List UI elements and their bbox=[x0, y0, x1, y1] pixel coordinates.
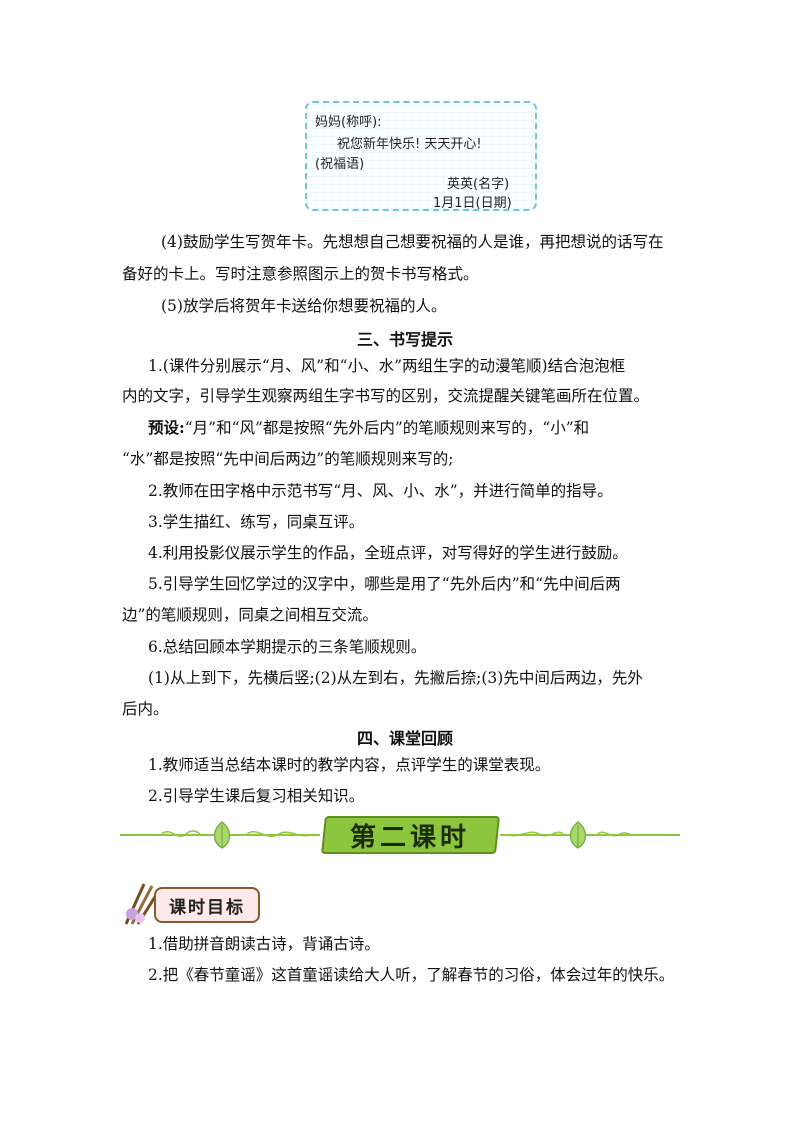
item-6: 6.总结回顾本学期提示的三条笔顺规则。 bbox=[148, 638, 427, 656]
swirl-icon-left bbox=[161, 830, 201, 837]
paragraph-5: (5)放学后将贺年卡送给你想要祝福的人。 bbox=[161, 297, 447, 315]
lesson-banner: 第二课时 bbox=[321, 816, 500, 854]
preset-line1: 预设:“月”和“风”都是按照“先外后内”的笔顺规则来写的，“小”和 bbox=[148, 418, 589, 438]
swirl-icon-right-2 bbox=[597, 831, 639, 837]
paragraph-4-line2: 备好的卡上。写时注意参照图示上的贺卡书写格式。 bbox=[122, 265, 479, 283]
preset-label: 预设: bbox=[148, 418, 185, 437]
item-1-line2: 内的文字，引导学生观察两组生字书写的区别，交流提醒关键笔画所在位置。 bbox=[122, 387, 650, 405]
leaf-icon-right bbox=[569, 821, 587, 849]
preset-text: “月”和“风”都是按照“先外后内”的笔顺规则来写的，“小”和 bbox=[184, 419, 590, 437]
card-date: 1月1日(日期) bbox=[433, 196, 512, 211]
item-3: 3.学生描红、练写，同桌互评。 bbox=[148, 513, 365, 531]
swirl-icon-left-2 bbox=[246, 831, 314, 837]
card-signature: 英英(名字) bbox=[447, 177, 510, 192]
card-salutation: 妈妈(称呼): bbox=[315, 115, 382, 130]
item-5-line1: 5.引导学生回忆学过的汉字中，哪些是用了“先外后内”和“先中间后两 bbox=[148, 575, 621, 593]
lesson-goals-tag-text: 课时目标 bbox=[169, 897, 245, 918]
item-2: 2.教师在田字格中示范书写“月、风、小、水”，并进行简单的指导。 bbox=[148, 482, 613, 500]
rules-line2: 后内。 bbox=[122, 700, 169, 718]
rules-line1: (1)从上到下，先横后竖;(2)从左到右，先撇后捺;(3)先中间后两边，先外 bbox=[148, 669, 643, 687]
leaf-icon-left bbox=[213, 821, 231, 849]
lesson-goals-tag: 课时目标 bbox=[154, 887, 260, 923]
heading-class-review: 四、课堂回顾 bbox=[357, 729, 454, 748]
item-1-line1: 1.(课件分别展示“月、风”和“小、水”两组生字的动漫笔顺)结合泡泡框 bbox=[148, 357, 626, 375]
review-item-1: 1.教师适当总结本课时的教学内容，点评学生的课堂表现。 bbox=[148, 756, 551, 774]
card-blessing: 祝您新年快乐! 天天开心! bbox=[337, 137, 482, 152]
heading-writing-tips: 三、书写提示 bbox=[357, 330, 454, 349]
item-5-line2: 边”的笔顺规则，同桌之间相互交流。 bbox=[122, 606, 378, 624]
banner-line-right bbox=[500, 834, 680, 836]
review-item-2: 2.引导学生课后复习相关知识。 bbox=[148, 787, 365, 805]
item-4: 4.利用投影仪展示学生的作品，全班点评，对写得好的学生进行鼓励。 bbox=[148, 544, 628, 562]
goal-item-2: 2.把《春节童谣》这首童谣读给大人听，了解春节的习俗，体会过年的快乐。 bbox=[148, 966, 675, 984]
greeting-card-sample: 妈妈(称呼): 祝您新年快乐! 天天开心! (祝福语) 英英(名字) 1月1日(… bbox=[305, 101, 537, 211]
swirl-icon-right bbox=[506, 831, 564, 837]
goal-item-1: 1.借助拼音朗读古诗，背诵古诗。 bbox=[148, 935, 380, 953]
preset-line2: “水”都是按照“先中间后两边”的笔顺规则来写的; bbox=[122, 450, 454, 468]
paragraph-4-line1: (4)鼓励学生写贺年卡。先想想自己想要祝福的人是谁，再把想说的话写在 bbox=[161, 233, 664, 251]
lesson-banner-title: 第二课时 bbox=[350, 822, 471, 853]
card-blessing-label: (祝福语) bbox=[315, 157, 365, 172]
